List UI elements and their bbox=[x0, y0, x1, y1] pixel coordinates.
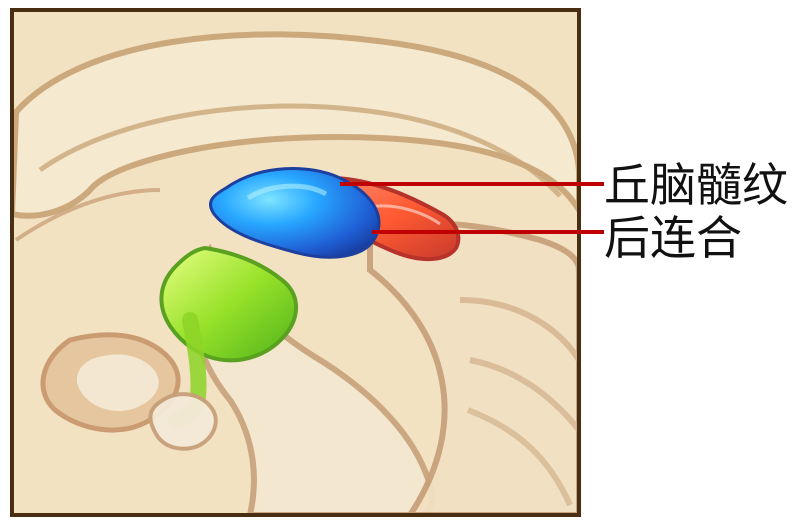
brain-tissue bbox=[12, 10, 579, 515]
label-posterior-commissure: 后连合 bbox=[604, 215, 742, 261]
label-thalamic-stria: 丘脑髓纹 bbox=[604, 162, 788, 208]
